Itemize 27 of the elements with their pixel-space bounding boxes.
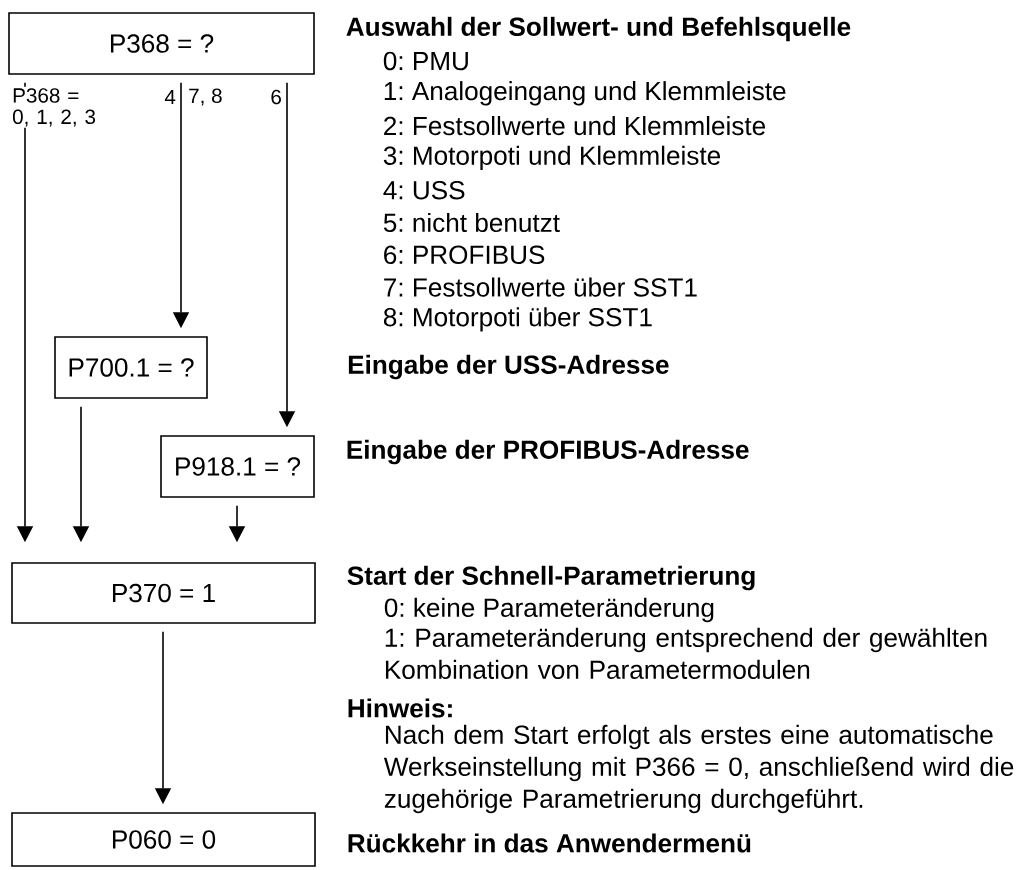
edge-label: 4: [163, 88, 178, 106]
list-item: 3: Motorpoti und Klemmleiste: [383, 145, 721, 171]
edge-label: P368 = 0, 1, 2, 3: [10, 86, 101, 128]
list-item: 1: Parameteränderung entsprechend der gewählten Kombination von Parametermodulen: [385, 627, 987, 679]
section-heading: Eingabe der PROFIBUS-Adresse: [347, 439, 749, 465]
list-item: 0: PMU: [383, 51, 468, 71]
section-heading: Hinweis:: [348, 698, 452, 718]
section-heading: Eingabe der USS-Adresse: [348, 354, 669, 380]
process-box: P370 = 1: [11, 562, 316, 624]
note-text: Nach dem Start erfolgt als erstes eine automatische Werkseinstellung mit P366 = 0, anschließend wird die zugehörige Parametrierung durchgeführt.: [383, 724, 1014, 814]
list-item: 6: PROFIBUS: [384, 245, 545, 265]
list-item: 1: Analogeingang und Klemmleiste: [384, 81, 786, 106]
section-heading: Rückkehr in das Anwendermenü: [348, 833, 751, 853]
process-box: P700.1 = ?: [54, 336, 208, 399]
list-item: 8: Motorpoti über SST1: [383, 307, 652, 332]
list-item: 2: Festsollwerte und Klemmleiste: [384, 116, 766, 136]
process-box: P060 = 0: [11, 812, 316, 867]
process-box: P918.1 = ?: [160, 435, 315, 498]
section-heading: Auswahl der Sollwert- und Befehlsquelle: [346, 16, 851, 42]
branch-value: 7, 8: [189, 88, 222, 106]
process-box: P368 = ?: [8, 12, 315, 75]
list-item: 0: keine Parameteränderung: [384, 597, 714, 623]
list-item: 4: USS: [383, 180, 465, 200]
list-item: 5: nicht benutzt: [383, 212, 560, 233]
edge-label: 6: [269, 88, 284, 106]
section-heading: Start der Schnell-Parametrierung: [347, 565, 755, 591]
list-item: 7: Festsollwerte über SST1: [384, 277, 697, 297]
